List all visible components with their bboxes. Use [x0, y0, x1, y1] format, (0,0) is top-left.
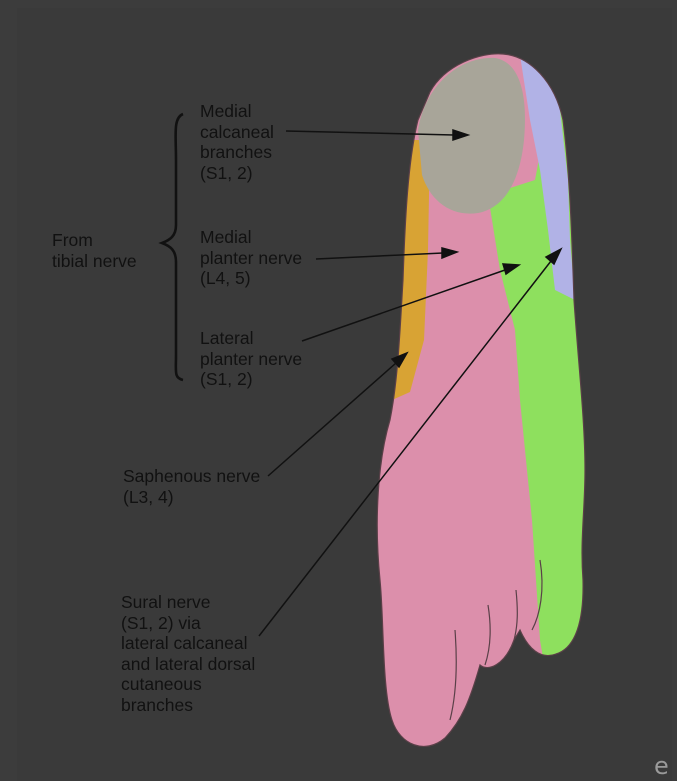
label-saphenous: Saphenous nerve (L3, 4) [123, 466, 260, 507]
label-medial-calcaneal: Medial calcaneal branches (S1, 2) [200, 101, 274, 183]
tibial-bracket [162, 114, 183, 380]
medial-calcaneal-region [418, 58, 525, 214]
corner-glyph: e [654, 752, 669, 780]
label-medial-plantar: Medial planter nerve (L4, 5) [200, 227, 302, 289]
label-sural: Sural nerve (S1, 2) via lateral calcanea… [121, 592, 255, 715]
label-from-tibial-nerve: From tibial nerve [52, 230, 137, 271]
label-lateral-plantar: Lateral planter nerve (S1, 2) [200, 328, 302, 390]
